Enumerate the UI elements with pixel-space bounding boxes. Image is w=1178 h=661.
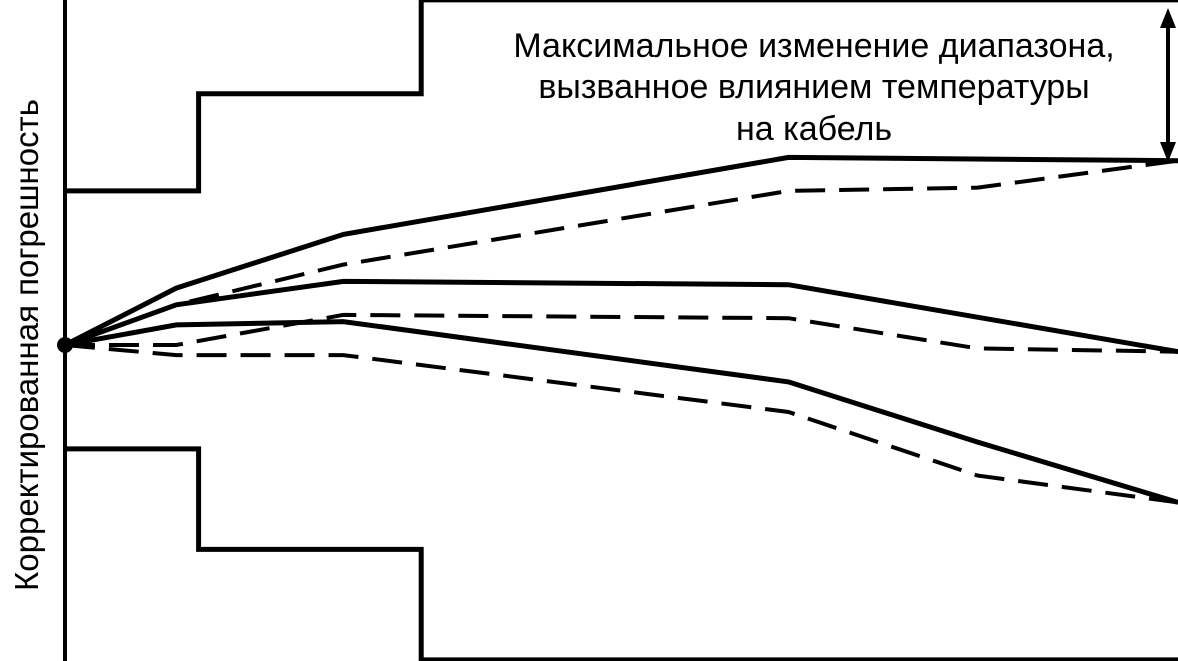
range-arrow (1160, 8, 1176, 162)
origin-point (57, 337, 73, 353)
series-line-middle-solid-4 (64, 278, 1178, 355)
series-line-middle-dashed-5 (65, 312, 1178, 354)
series-line-lower-dashed-7 (64, 343, 1178, 505)
series-line-lower-limit-solid-step-1 (65, 446, 1178, 661)
series-layer (63, 0, 1178, 661)
annotation-line-2: вызванное влиянием температуры (538, 68, 1089, 106)
series-line-upper-solid-2 (63, 154, 1178, 348)
annotation-line-3: на кабель (736, 110, 892, 148)
series-line-lower-solid-6 (64, 319, 1178, 505)
y-axis-label: Корректированная погрешность (8, 99, 45, 591)
series-line-upper-limit-solid-step-0 (65, 0, 1178, 194)
annotation-line-1: Максимальное изменение диапазона, (513, 27, 1114, 65)
